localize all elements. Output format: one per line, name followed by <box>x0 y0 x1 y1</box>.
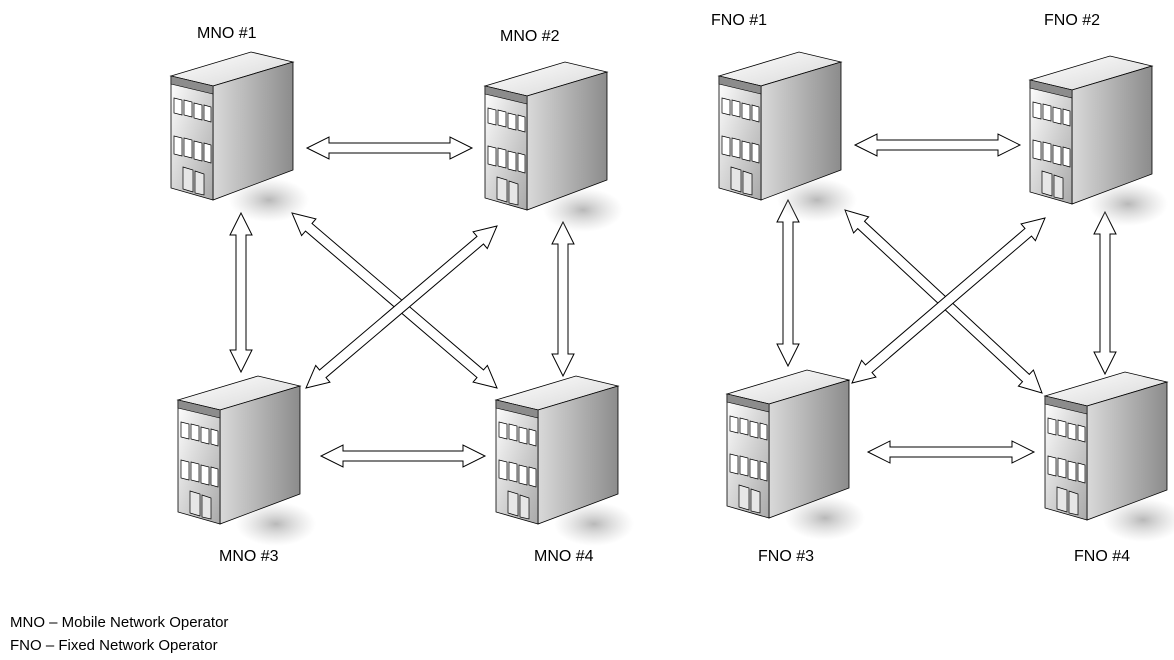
arrow-mno2-mno3 <box>305 225 498 389</box>
fno-1-label: FNO #1 <box>711 12 768 29</box>
mno-1-label: MNO #1 <box>197 25 257 42</box>
fno-1-building-icon <box>718 51 858 223</box>
arrow-fno1-fno3 <box>776 198 800 368</box>
legend-fno: FNO – Fixed Network Operator <box>10 637 218 654</box>
mno-1-building-icon <box>170 51 310 223</box>
mno-4-label: MNO #4 <box>534 548 594 565</box>
arrow-mno2-mno4 <box>551 220 575 378</box>
arrow-fno3-fno4 <box>866 440 1036 464</box>
fno-3-building-icon <box>726 369 866 541</box>
mno-3-building-icon <box>177 375 317 547</box>
legend-mno: MNO – Mobile Network Operator <box>10 614 229 631</box>
connection-arrows <box>229 133 1117 468</box>
fno-3-label: FNO #3 <box>758 548 815 565</box>
fno-2-label: FNO #2 <box>1044 12 1101 29</box>
arrow-fno1-fno2 <box>853 133 1022 157</box>
mno-4-building-icon <box>495 375 635 547</box>
mno-3-label: MNO #3 <box>219 548 279 565</box>
fno-4-label: FNO #4 <box>1074 548 1131 565</box>
arrow-mno1-mno3 <box>229 211 253 374</box>
mno-2-building-icon <box>484 61 624 233</box>
arrow-mno1-mno4 <box>291 212 498 389</box>
arrow-fno2-fno3 <box>851 217 1046 384</box>
arrow-fno2-fno4 <box>1093 210 1117 376</box>
fno-2-building-icon <box>1029 55 1169 227</box>
mno-2-label: MNO #2 <box>500 28 560 45</box>
fno-4-building-icon <box>1044 371 1174 543</box>
arrow-mno1-mno2 <box>305 136 474 160</box>
arrow-mno3-mno4 <box>319 444 487 468</box>
